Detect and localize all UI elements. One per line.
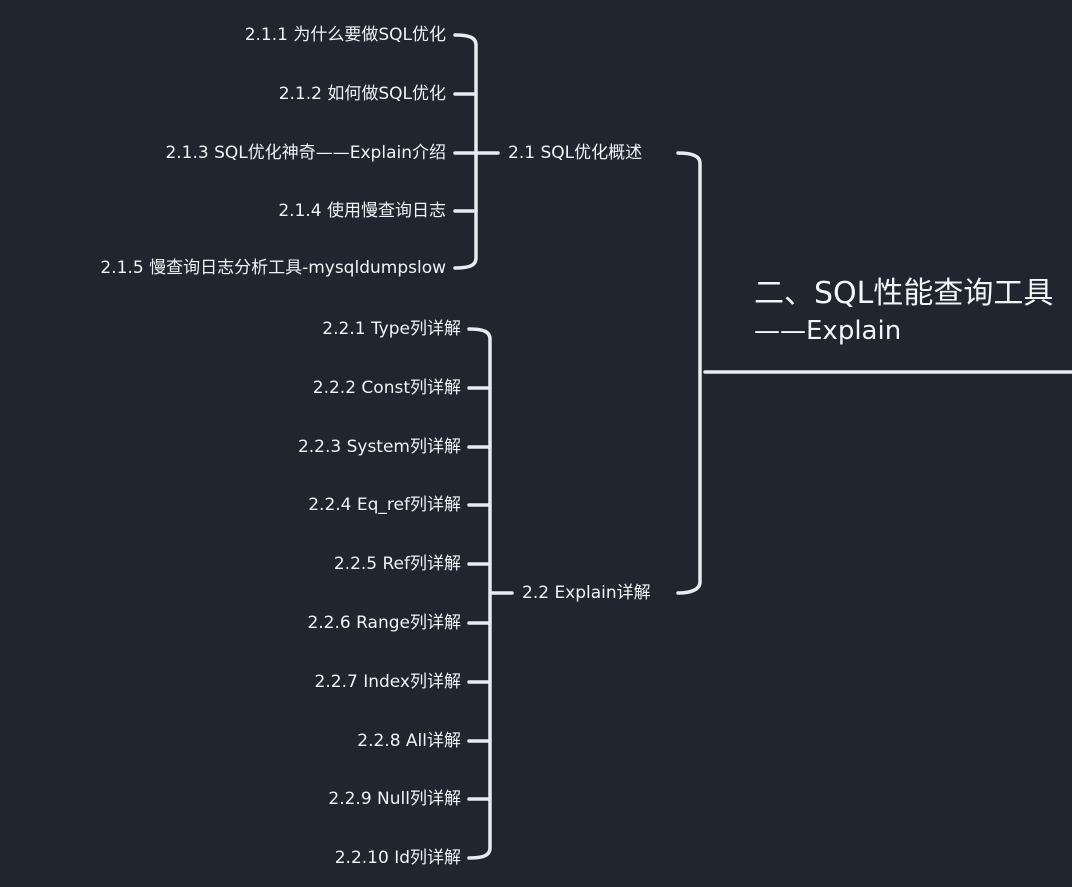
root-topic-title: 二、SQL性能查询工具 [754,276,1054,311]
leaf-topic-2-2-3[interactable]: 2.2.3 System列详解 [297,437,461,457]
leaf-topic-2-2-6[interactable]: 2.2.6 Range列详解 [307,613,461,633]
leaf-topic-2-2-8[interactable]: 2.2.8 All详解 [357,731,461,751]
leaf-topic-2-1-1[interactable]: 2.1.1 为什么要做SQL优化 [244,25,446,45]
leaf-topic-2-1-2[interactable]: 2.1.2 如何做SQL优化 [278,84,446,104]
leaf-topic-2-2-10[interactable]: 2.2.10 Id列详解 [334,848,461,868]
leaf-topic-2-2-5[interactable]: 2.2.5 Ref列详解 [333,554,461,574]
leaf-topic-2-2-2[interactable]: 2.2.2 Const列详解 [312,378,461,398]
branch-2-2-bracket [467,327,492,860]
branch-topic-2-1[interactable]: 2.1 SQL优化概述 [508,143,643,163]
root-topic[interactable]: 二、SQL性能查询工具 ——Explain [754,274,1053,348]
leaf-topic-2-1-5[interactable]: 2.1.5 慢查询日志分析工具-mysqldumpslow [100,258,446,278]
leaf-topic-2-2-1[interactable]: 2.2.1 Type列详解 [322,319,461,339]
leaf-topic-2-2-7[interactable]: 2.2.7 Index列详解 [314,672,461,692]
root-bracket [676,151,702,595]
leaf-topic-2-1-4[interactable]: 2.1.4 使用慢查询日志 [278,201,446,221]
root-topic-subtitle: ——Explain [754,316,902,346]
leaf-topic-2-2-9[interactable]: 2.2.9 Null列详解 [328,789,461,809]
leaf-topic-2-1-3[interactable]: 2.1.3 SQL优化神奇——Explain介绍 [165,143,446,163]
branch-topic-2-2[interactable]: 2.2 Explain详解 [522,583,651,603]
leaf-topic-2-2-4[interactable]: 2.2.4 Eq_ref列详解 [308,495,461,515]
